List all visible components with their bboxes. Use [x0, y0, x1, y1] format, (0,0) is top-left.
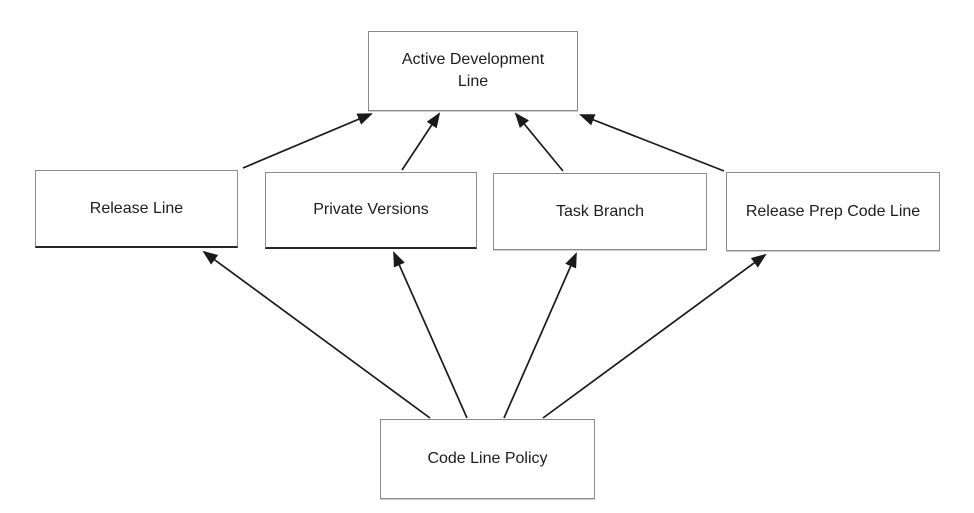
- arrow-task-branch-to-active-development-line: [514, 112, 564, 172]
- arrow-release-line-to-active-development-line: [242, 113, 373, 169]
- node-release-prep-code-line: Release Prep Code Line: [726, 172, 940, 251]
- node-release-line: Release Line: [35, 170, 238, 248]
- arrow-private-versions-to-active-development-line: [401, 112, 441, 171]
- node-label: Code Line Policy: [427, 450, 548, 468]
- node-task-branch: Task Branch: [493, 173, 707, 250]
- node-label: Release Line: [89, 199, 184, 217]
- arrow-release-prep-code-line-to-active-development-line: [579, 114, 725, 172]
- arrow-code-line-policy-to-release-line: [202, 250, 431, 419]
- arrow-code-line-policy-to-task-branch: [503, 252, 577, 419]
- node-label: Release Prep Code Line: [745, 202, 921, 220]
- node-active-development-line: Active Development Line: [368, 31, 578, 111]
- arrow-code-line-policy-to-private-versions: [393, 251, 468, 419]
- node-label: Task Branch: [555, 202, 645, 220]
- node-private-versions: Private Versions: [265, 172, 477, 249]
- arrow-code-line-policy-to-release-prep-code-line: [542, 253, 767, 419]
- node-code-line-policy: Code Line Policy: [380, 419, 595, 499]
- node-label: Active Development Line: [401, 51, 545, 90]
- node-label: Private Versions: [313, 201, 429, 219]
